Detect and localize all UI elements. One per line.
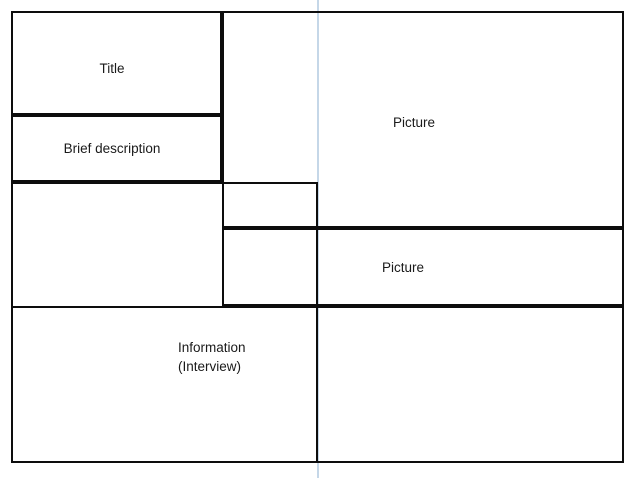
title-label: Title — [99, 61, 125, 76]
picture-middle-box[interactable] — [222, 228, 624, 306]
brief-description-box[interactable] — [11, 115, 222, 182]
picture-middle-label: Picture — [381, 260, 425, 275]
picture-top-box[interactable] — [222, 11, 624, 228]
vertical-guide-line — [317, 0, 319, 478]
information-interview-label: Information (Interview) — [178, 340, 246, 374]
content-lower-right-box[interactable] — [11, 306, 624, 463]
picture-top-label: Picture — [392, 115, 436, 130]
brief-description-label: Brief description — [63, 141, 161, 156]
title-box[interactable] — [11, 11, 222, 115]
